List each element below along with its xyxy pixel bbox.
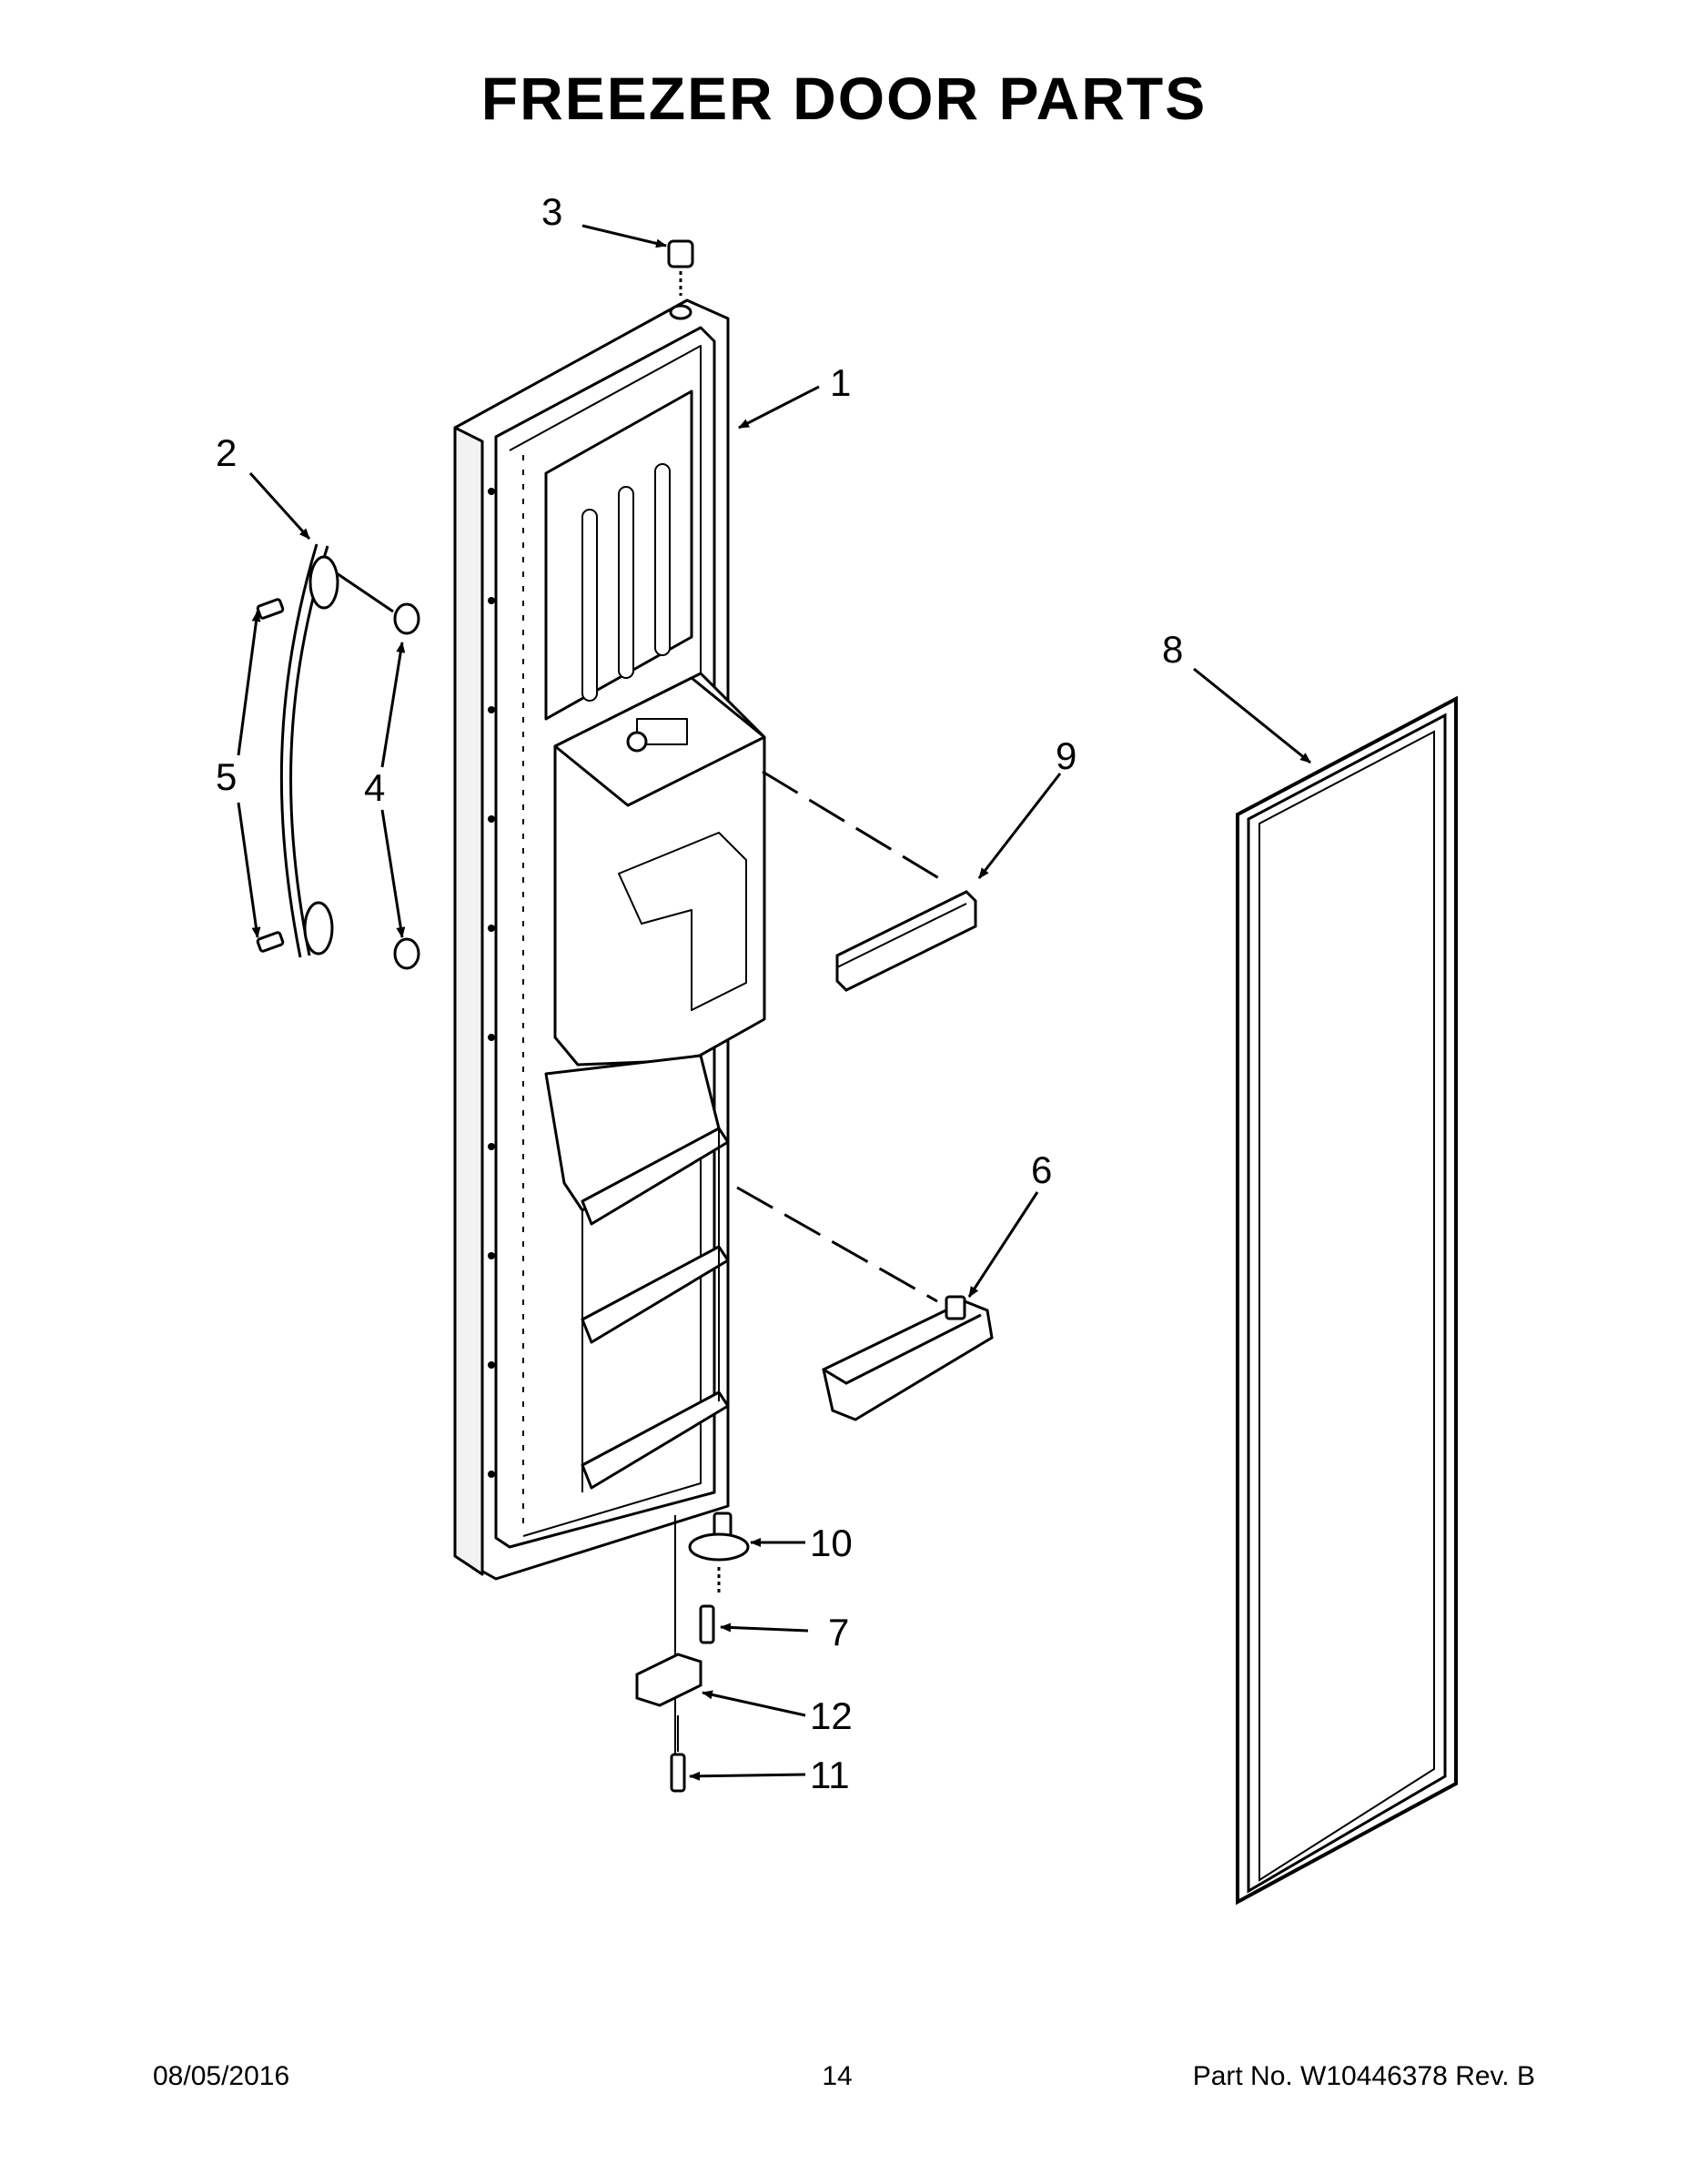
freezer-door-part — [453, 298, 766, 1581]
callout-7: 7 — [828, 1611, 849, 1653]
door-handle-part — [279, 543, 339, 958]
footer-page-number: 14 — [822, 2061, 853, 2091]
callout-2: 2 — [216, 431, 237, 474]
setscrew-parts — [256, 598, 285, 953]
dispenser-trim-bar-part — [835, 890, 977, 992]
callout-10: 10 — [810, 1522, 853, 1564]
page-title: FREEZER DOOR PARTS — [480, 65, 1208, 132]
bottom-hinge-parts — [635, 1512, 750, 1793]
door-gasket-part — [1236, 695, 1458, 1906]
handle-stud-parts — [393, 602, 420, 970]
callout-12: 12 — [810, 1694, 853, 1737]
callout-3: 3 — [541, 190, 562, 233]
callout-5: 5 — [216, 755, 237, 798]
callout-labels: 1 2 3 4 5 6 7 8 9 10 11 12 — [216, 190, 1183, 1796]
top-hinge-pin-part — [667, 239, 694, 320]
callout-1: 1 — [830, 361, 851, 404]
callout-9: 9 — [1056, 734, 1076, 777]
door-bin-part — [822, 1295, 994, 1421]
footer-date: 08/05/2016 — [153, 2061, 290, 2091]
callout-8: 8 — [1162, 628, 1183, 671]
callout-4: 4 — [364, 766, 385, 809]
callout-11: 11 — [810, 1754, 850, 1796]
callout-6: 6 — [1031, 1148, 1052, 1191]
footer-part-number: Part No. W10446378 Rev. B — [1192, 2061, 1535, 2091]
leader-lines — [237, 224, 1311, 1781]
